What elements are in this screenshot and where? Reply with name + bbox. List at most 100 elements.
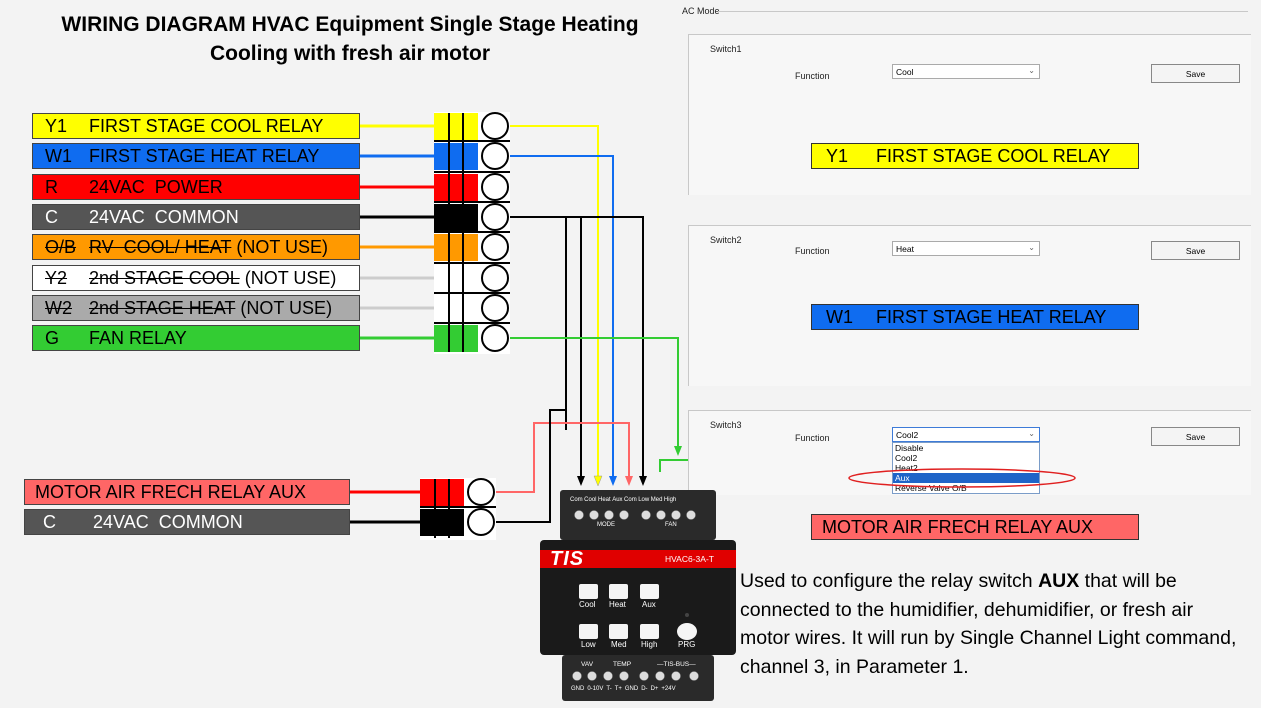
button-label: High (641, 640, 658, 649)
wire-code: C (43, 511, 56, 532)
device-body: TIS TIS HVAC6-3A-T Cool Heat Aux Low Med… (540, 540, 736, 655)
wire-w1-out (510, 155, 614, 482)
switch3-function-label: Function (795, 433, 830, 443)
switch2-function-select[interactable]: Heat ⌄ (892, 241, 1040, 256)
description-bold: AUX (1038, 570, 1080, 592)
dropdown-option-selected[interactable]: Aux (893, 473, 1039, 483)
top-screw-terminals (574, 510, 696, 520)
wire-label-motor-aux: MOTOR AIR FRECH RELAY AUX (24, 479, 350, 505)
ac-mode-divider (718, 11, 1248, 12)
relay-text: FIRST STAGE HEAT RELAY (876, 306, 1107, 327)
bottom-terminal-labels: GND 0-10V T- T+ GND D- D+ +24V (571, 686, 676, 692)
wire-text: 24VAC COMMON (89, 206, 239, 227)
switch2-save-button[interactable]: Save (1151, 241, 1240, 260)
wire-text: FIRST STAGE HEAT RELAY (89, 145, 320, 166)
relay-text: MOTOR AIR FRECH RELAY AUX (822, 516, 1094, 537)
tis-bus-text: TIS-BUS (663, 661, 690, 668)
brand-logo-text: TIS (550, 548, 585, 570)
prg-button[interactable] (677, 623, 697, 640)
switch1-function-label: Function (795, 71, 830, 81)
wire-motor-c-out (494, 409, 566, 523)
dropdown-option[interactable]: Heat2 (895, 463, 918, 473)
chevron-down-icon: ⌄ (1028, 243, 1035, 252)
wire-note: (NOT USE) (235, 297, 333, 318)
wire-code: W1 (45, 145, 72, 166)
switch3-save-button[interactable]: Save (1151, 427, 1240, 446)
wire-c-out (510, 216, 644, 482)
low-button[interactable] (579, 624, 598, 639)
temp-label: TEMP (613, 661, 632, 668)
med-button[interactable] (609, 624, 628, 639)
device-model: HVAC6-3A-T (665, 554, 714, 564)
switch3-name: Switch3 (710, 420, 742, 430)
diagram-title: WIRING DIAGRAM HVAC Equipment Single Sta… (30, 10, 670, 68)
wire-label-w1: W1 FIRST STAGE HEAT RELAY (32, 143, 360, 169)
motor-terminal-block (420, 478, 496, 540)
switch3-function-value: Cool2 (896, 429, 919, 440)
wire-note: (NOT USE) (239, 267, 337, 288)
high-button[interactable] (640, 624, 659, 639)
terminal-label: Low (638, 497, 650, 503)
description-after: that will be connected to the humidifier… (740, 570, 1237, 678)
switch1-function-select[interactable]: Cool ⌄ (892, 64, 1040, 79)
terminal-block (434, 112, 510, 354)
button-label: PRG (678, 640, 696, 649)
dropdown-option[interactable]: Disable (895, 443, 924, 453)
button-label: Heat (609, 600, 626, 609)
chevron-down-icon: ⌄ (1028, 66, 1035, 75)
aux-button[interactable] (640, 584, 659, 599)
device-top-terminals: Com Cool Heat Aux Com Low Med High MODE … (560, 490, 716, 540)
wire-text: 2nd STAGE COOL (89, 267, 240, 288)
relay-text: FIRST STAGE COOL RELAY (876, 145, 1111, 166)
terminal-label: Cool (584, 497, 597, 503)
terminal-label: High (663, 497, 677, 503)
title-line-2: Cooling with fresh air motor (209, 42, 490, 65)
aux-highlight-ellipse (848, 468, 1076, 488)
ac-mode-title: AC Mode (682, 6, 720, 16)
switch2-function-label: Function (795, 246, 830, 256)
terminal-label: Com (570, 497, 583, 503)
status-led-icon (685, 613, 689, 617)
title-line-1: WIRING DIAGRAM HVAC Equipment Single Sta… (61, 13, 639, 36)
button-label: Aux (642, 600, 656, 609)
description-text: Used to configure the relay switch AUX t… (740, 567, 1245, 681)
tis-bus-label: —TIS-BUS— (657, 661, 696, 668)
terminal-label: GND (624, 686, 639, 692)
terminal-label: Aux (612, 497, 623, 503)
wire-label-motor-c: C 24VAC COMMON (24, 509, 350, 535)
wire-y1-out (510, 125, 599, 482)
wire-text: 24VAC COMMON (93, 511, 243, 532)
button-label: Med (611, 640, 627, 649)
switch3-function-select[interactable]: Cool2 ⌄ (892, 427, 1040, 442)
terminal-label: GND (571, 686, 585, 692)
wire-arrows (577, 446, 682, 487)
wire-code: R (45, 176, 58, 197)
wire-text: RV COOL/ HEAT (89, 236, 232, 257)
wire-text: FIRST STAGE COOL RELAY (89, 115, 324, 136)
switch2-name: Switch2 (710, 235, 742, 245)
relay-code: Y1 (826, 145, 849, 166)
top-terminal-labels: Com Cool Heat Aux Com Low Med High (570, 497, 676, 503)
terminal-label: D- (641, 686, 648, 692)
heat-button[interactable] (609, 584, 628, 599)
terminal-label: T+ (614, 686, 622, 692)
dropdown-option[interactable]: Cool2 (895, 453, 918, 463)
switch1-relay-label: Y1 FIRST STAGE COOL RELAY (811, 143, 1139, 169)
switch1-function-value: Cool (896, 66, 914, 77)
dropdown-option[interactable]: Reverse Valve O/B (895, 483, 967, 493)
wire-text: MOTOR AIR FRECH RELAY AUX (35, 481, 307, 502)
switch1-save-button[interactable]: Save (1151, 64, 1240, 83)
bottom-screw-terminals (572, 671, 699, 681)
terminal-label: +24V (661, 686, 676, 692)
cool-button[interactable] (579, 584, 598, 599)
wire-motor-out (494, 422, 630, 493)
